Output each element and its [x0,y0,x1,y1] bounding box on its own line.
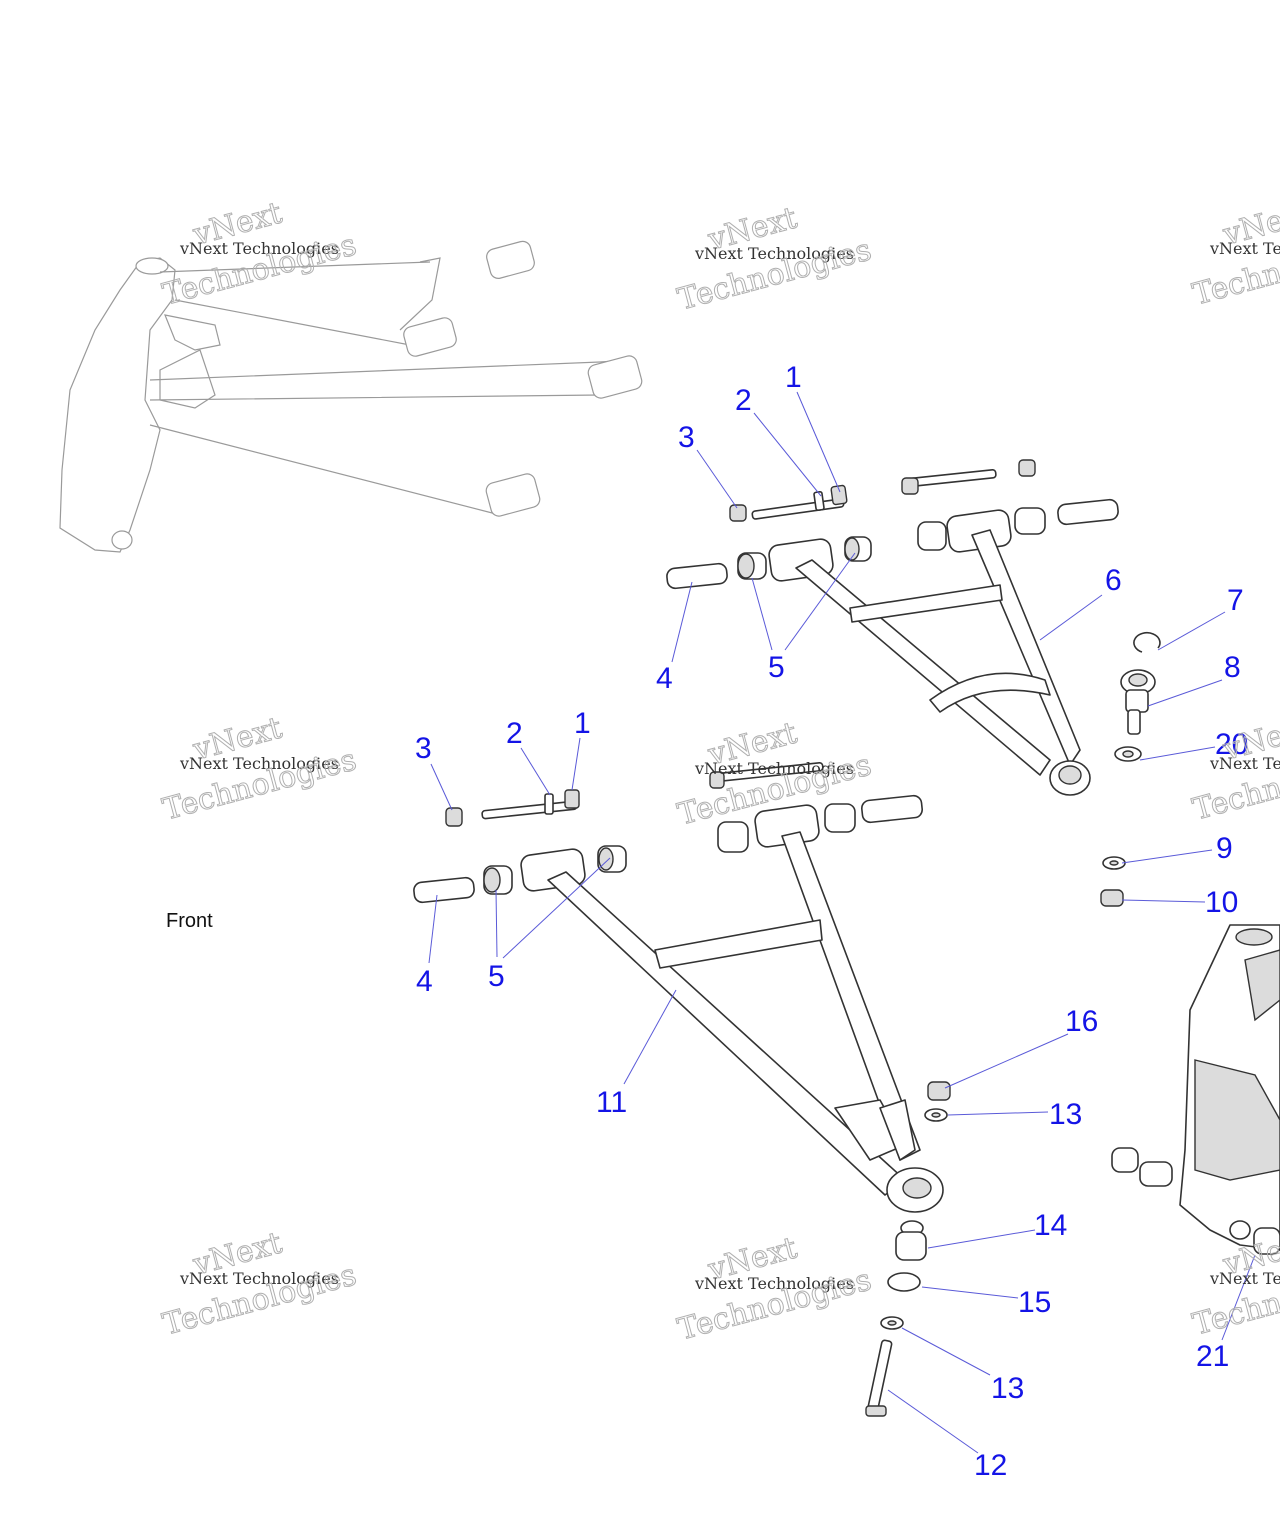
callout-13-upper: 13 [1049,1098,1082,1131]
upper-front-sleeve [666,562,728,590]
washer-13-upper [924,1108,948,1122]
upper-a-arm [768,509,1091,796]
svg-text:vNext Technologies: vNext Technologies [179,239,339,258]
callout-upper-3: 3 [678,421,695,454]
callout-11: 11 [596,1086,627,1119]
callout-upper-2: 2 [735,384,752,417]
svg-text:vNext Technologies: vNext Technologies [694,244,854,263]
callout-upper-4: 4 [656,662,673,695]
upper-rear-sleeve [917,498,1119,551]
svg-text:vNext Technologies: vNext Technologies [1209,754,1280,773]
leader-lines [428,391,1256,1454]
callout-8: 8 [1224,651,1241,684]
callout-20: 20 [1215,728,1248,761]
upper-flange-nut [729,504,747,522]
callout-numbers: 1 2 3 4 5 6 7 8 20 9 10 1 2 3 4 5 11 16 … [415,361,1248,1482]
callout-10: 10 [1205,886,1238,919]
lower-rear-bolt [709,761,824,789]
svg-text:vNext Technologies: vNext Technologies [1209,1269,1280,1288]
upper-a-arm-group [666,459,1161,796]
spindle-knuckle [1111,924,1280,1255]
bolt-12 [865,1339,893,1417]
lower-a-arm-group [413,761,951,1417]
lower-flange-nut [445,807,463,827]
callout-13-lower: 13 [991,1372,1024,1405]
callout-lower-5: 5 [488,960,505,993]
nut-10 [1100,889,1124,907]
upper-bolt [751,484,848,520]
watermark: vNext vNext Technologies Technologies vN… [159,195,1280,1348]
callout-15: 15 [1018,1286,1051,1319]
lower-rear-sleeve [717,794,923,853]
reference-assembly-ghost [59,240,643,553]
lower-a-arm [520,804,944,1213]
lower-bolt [481,789,580,820]
callout-upper-6: 6 [1105,564,1122,597]
snap-ring [1133,631,1161,653]
callout-12: 12 [974,1449,1007,1482]
callout-upper-5: 5 [768,651,785,684]
callout-21: 21 [1196,1340,1229,1373]
callout-14: 14 [1034,1209,1067,1242]
lower-front-sleeve [413,876,475,904]
ghost-bushing [403,240,643,517]
washer-20 [1114,746,1142,762]
ball-joint-14 [895,1220,927,1261]
callout-lower-3: 3 [415,732,432,765]
callout-lower-2: 2 [506,717,523,750]
callout-upper-1: 1 [785,361,802,394]
callout-16: 16 [1065,1005,1098,1038]
snap-ring-15 [887,1272,921,1292]
lower-front-bushing [483,845,627,895]
callout-7: 7 [1227,584,1244,617]
front-label: Front [166,910,213,932]
svg-text:vNext Technologies: vNext Technologies [179,1269,339,1288]
svg-text:vNext Technologies: vNext Technologies [694,1274,854,1293]
svg-text:vNext Technologies: vNext Technologies [179,754,339,773]
washer-9 [1102,856,1126,870]
upper-rear-bolt [901,459,1036,495]
nut-16 [927,1081,951,1101]
upper-front-bushing [737,536,872,580]
callout-lower-1: 1 [574,707,591,740]
svg-text:vNext Technologies: vNext Technologies [1209,239,1280,258]
callout-9: 9 [1216,832,1233,865]
svg-text:vNext Technologies: vNext Technologies [694,759,854,778]
washer-13-lower [880,1316,904,1330]
ball-joint [1120,669,1156,735]
callout-lower-4: 4 [416,965,433,998]
